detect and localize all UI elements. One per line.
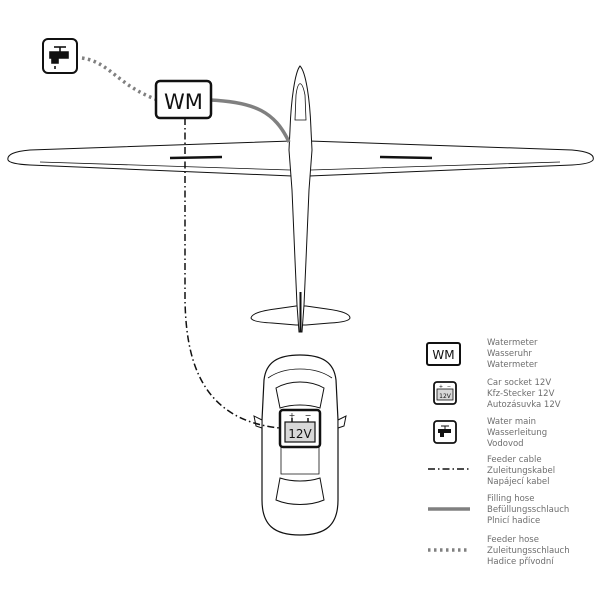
water-tap-icon bbox=[49, 46, 69, 69]
legend-filling-hose-line-1: Filling hose bbox=[487, 494, 534, 504]
car-windshield bbox=[275, 381, 325, 409]
glider-canopy bbox=[294, 83, 307, 121]
legend-feeder-hose-line-1: Feeder hose bbox=[487, 535, 539, 545]
legend-car-socket-line-2: Kfz-Stecker 12V bbox=[487, 389, 555, 399]
legend-item-car-socket: + − 12V Car socket 12V Kfz-Stecker 12V A… bbox=[433, 378, 561, 410]
wm-icon: WM bbox=[426, 342, 461, 366]
legend-watermeter-line-3: Watermeter bbox=[487, 360, 538, 370]
car-socket-icon: + − 12V bbox=[433, 381, 457, 405]
car-rear-window bbox=[275, 477, 325, 505]
water-main-tap bbox=[42, 38, 78, 74]
water-tap-icon bbox=[433, 420, 457, 444]
feeder-cable-line bbox=[184, 118, 281, 429]
legend-watermeter-line-2: Wasseruhr bbox=[487, 349, 532, 359]
wing-trailing-edge bbox=[39, 161, 561, 171]
socket-plus-sign: + bbox=[289, 411, 296, 420]
legend-item-water-main: Water main Wasserleitung Vodovod bbox=[433, 417, 547, 449]
svg-text:+: + bbox=[439, 384, 443, 390]
car-socket-box: + − 12V bbox=[278, 408, 322, 449]
feeder-hose-line bbox=[81, 56, 159, 102]
glider bbox=[7, 65, 594, 333]
legend-filling-hose-line-2: Befüllungsschlauch bbox=[487, 505, 569, 515]
legend-feeder-cable-line-2: Zuleitungskabel bbox=[487, 466, 555, 476]
legend-water-main-line-1: Water main bbox=[487, 417, 536, 427]
car-mirror-left bbox=[253, 415, 263, 429]
legend-item-feeder-cable: Feeder cable Zuleitungskabel Napájecí ka… bbox=[428, 455, 555, 487]
legend-car-socket-line-3: Autozásuvka 12V bbox=[487, 400, 561, 410]
wing-aileron-right bbox=[379, 155, 433, 160]
legend-feeder-cable-line-3: Napájecí kabel bbox=[487, 477, 549, 487]
filling-hose-line bbox=[209, 98, 291, 143]
legend-car-socket-line-1: Car socket 12V bbox=[487, 378, 551, 388]
legend-water-main-line-3: Vodovod bbox=[487, 439, 524, 449]
legend: WM Watermeter Wasseruhr Watermeter + − 1… bbox=[426, 338, 570, 567]
legend-filling-hose-line-3: Plnicí hadice bbox=[487, 516, 540, 526]
legend-item-feeder-hose: Feeder hose Zuleitungsschlauch Hadice př… bbox=[428, 535, 570, 567]
legend-feeder-cable-line-1: Feeder cable bbox=[487, 455, 542, 465]
car-hood-line bbox=[267, 368, 333, 379]
svg-text:12V: 12V bbox=[439, 393, 452, 400]
svg-text:−: − bbox=[447, 384, 451, 390]
watermeter-box: WM bbox=[154, 79, 213, 120]
svg-text:WM: WM bbox=[432, 348, 454, 362]
car-mirror-right bbox=[337, 415, 347, 429]
socket-minus-sign: − bbox=[305, 411, 312, 420]
wing-aileron-left bbox=[169, 155, 223, 160]
watermeter-label: WM bbox=[164, 90, 203, 114]
legend-item-watermeter: WM Watermeter Wasseruhr Watermeter bbox=[426, 338, 538, 370]
legend-feeder-hose-line-2: Zuleitungsschlauch bbox=[487, 546, 570, 556]
legend-water-main-line-2: Wasserleitung bbox=[487, 428, 547, 438]
car-socket-label: 12V bbox=[288, 427, 312, 441]
legend-feeder-hose-line-3: Hadice přívodní bbox=[487, 557, 554, 567]
legend-item-filling-hose: Filling hose Befüllungsschlauch Plnicí h… bbox=[428, 494, 569, 526]
legend-watermeter-line-1: Watermeter bbox=[487, 338, 538, 348]
